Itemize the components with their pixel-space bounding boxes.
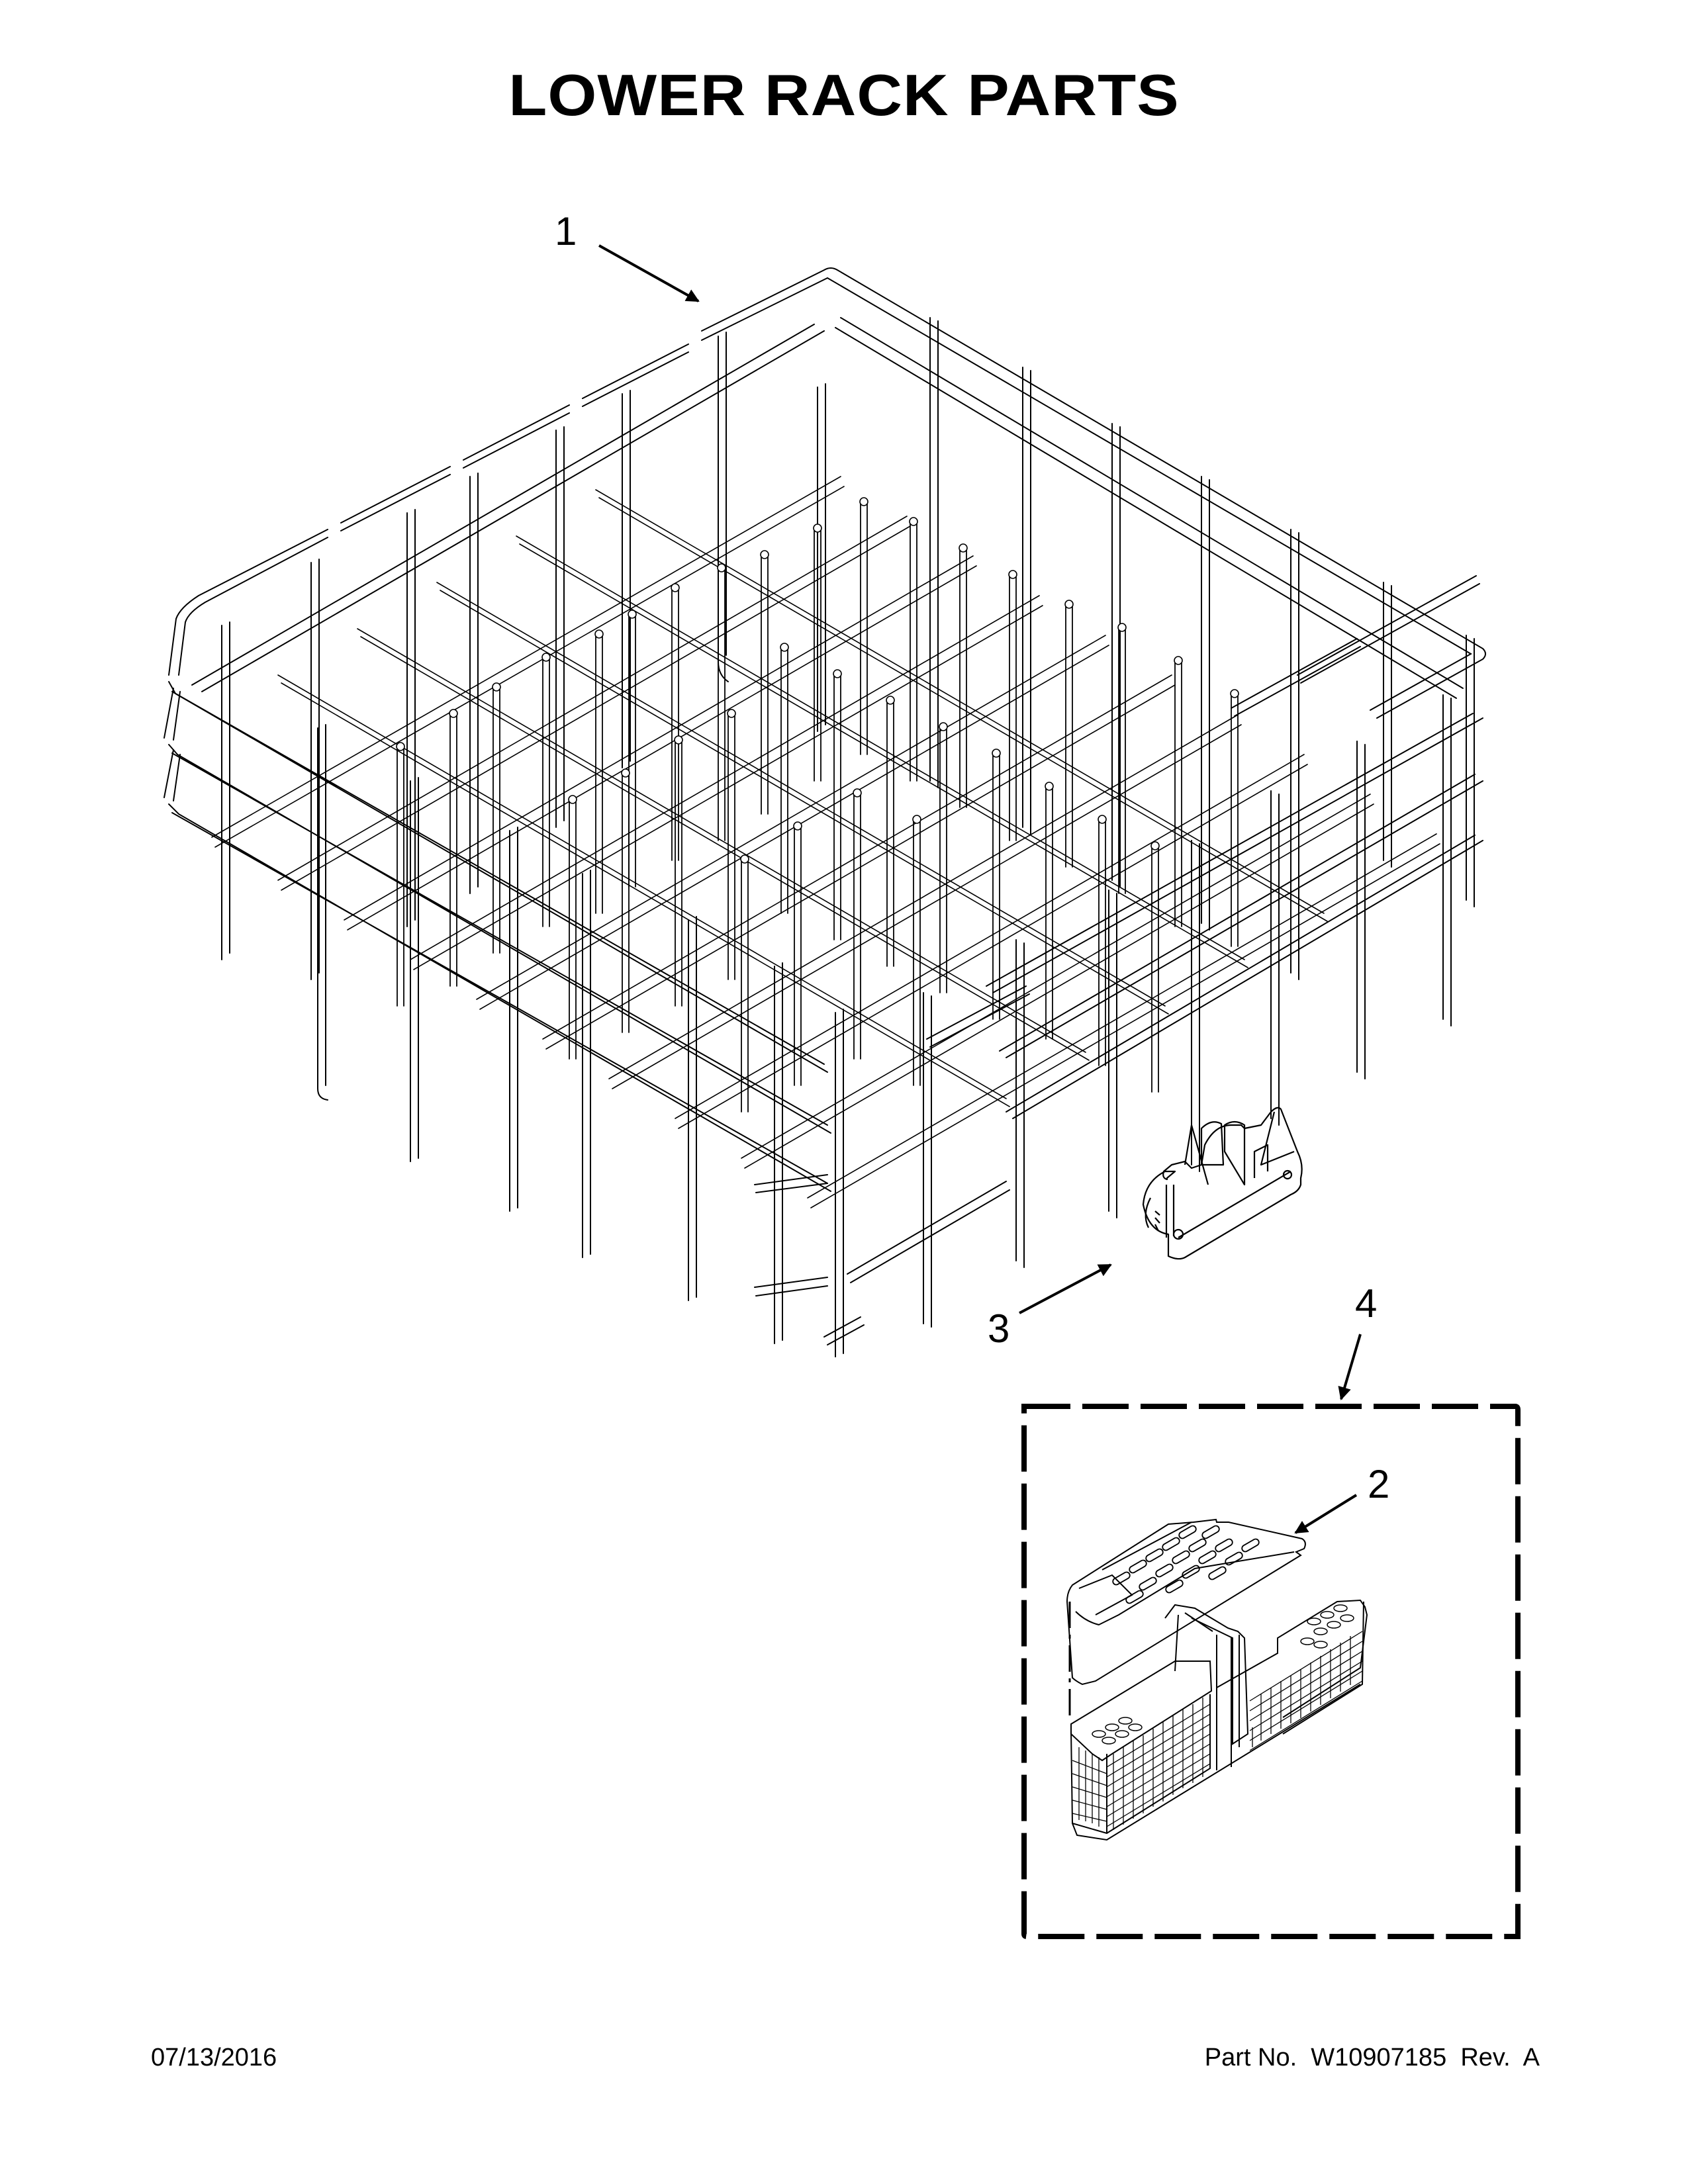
rack-side-uprights <box>221 317 1475 980</box>
callout-4-arrow <box>1338 1334 1362 1400</box>
rack-tine-caps <box>396 497 1239 864</box>
rack-top-rim <box>168 267 1486 719</box>
basket-lid-drawing <box>1066 1518 1306 1721</box>
document-date: 07/13/2016 <box>151 2044 277 2071</box>
part-number: Part No. W10907185 Rev. A <box>1204 2044 1540 2071</box>
rack-lower-rim <box>164 744 1483 1192</box>
callout-1-label: 1 <box>555 209 577 253</box>
callout-2-label: 2 <box>1368 1462 1390 1506</box>
silverware-basket-drawing <box>1070 1599 1368 1841</box>
rack-mid-rim <box>164 317 1483 1073</box>
callout-3-label: 3 <box>988 1306 1010 1351</box>
rack-front-uprights <box>317 694 1452 1357</box>
callout-2-arrow <box>1294 1494 1358 1534</box>
page-title: LOWER RACK PARTS <box>508 62 1180 128</box>
rack-front-axles <box>754 575 1480 1345</box>
rack-tines <box>397 502 1239 1113</box>
rack-wheel-latch-drawing <box>1142 1107 1303 1260</box>
callout-3-arrow <box>1019 1263 1112 1314</box>
callout-1-arrow <box>598 244 700 302</box>
callout-4-label: 4 <box>1355 1281 1378 1326</box>
assembly-4-dashed-box <box>1021 1404 1521 1939</box>
lower-rack-drawing <box>164 267 1486 1357</box>
